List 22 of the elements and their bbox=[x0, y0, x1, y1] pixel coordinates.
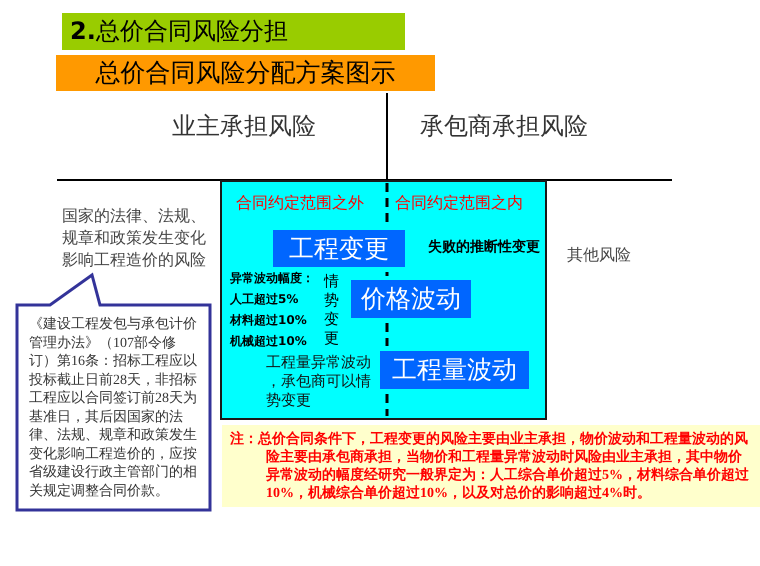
list-item: 材料超过10% bbox=[230, 313, 307, 328]
risk-box: 价格波动 bbox=[351, 280, 471, 318]
note-text: 工程量异常波动，承包商可以情势变更 bbox=[266, 354, 372, 411]
subtitle-bar: 总价合同风险分配方案图示 bbox=[56, 55, 435, 91]
speech-bubble bbox=[14, 272, 214, 514]
list-item: 机械超过10% bbox=[230, 334, 307, 349]
risk-box: 工程变更 bbox=[273, 230, 405, 267]
region-heading: 合同约定范围之外 bbox=[236, 194, 364, 214]
column-heading: 承包商承担风险 bbox=[420, 112, 588, 142]
list-heading: 异常波动幅度： bbox=[230, 271, 314, 286]
region-heading: 合同约定范围之内 bbox=[395, 194, 523, 214]
vertical-label: 情势变更 bbox=[324, 273, 340, 349]
title: 2.总价合同风险分担 bbox=[62, 13, 405, 50]
note-box: 注：总价合同条件下，工程变更的风险主要由业主承担，物价波动和工程量波动的风险主要由承包商承担，当物价和工程量异常波动时风险由业主承担，其中物价异常波动的幅度经研究一般界定为：人工综合单价超过5%，材料综合单价超过10%，机械综合单价超过10%，以及对总价的影响超过4%时。 bbox=[222, 425, 760, 507]
column-heading: 业主承担风险 bbox=[172, 112, 316, 142]
risk-label: 其他风险 bbox=[567, 246, 631, 266]
risk-label: 失败的推断性变更 bbox=[428, 239, 540, 257]
risk-box: 工程量波动 bbox=[380, 351, 529, 389]
region-panel bbox=[220, 180, 547, 420]
risk-label: 国家的法律、法规、规章和政策发生变化影响工程造价的风险 bbox=[61, 206, 207, 271]
bubble-text: 《建设工程发包与承包计价管理办法》（107部令修订）第16条：招标工程应以投标截止日前28天，非招标工程应以合同签订前28天为基准日，其后因国家的法律、法规、规章和政策发生变化影响工程造价的，应按省级建设行政主管部门的相关规定调整合同价款。 bbox=[29, 316, 198, 500]
list-item: 人工超过5% bbox=[230, 292, 298, 307]
